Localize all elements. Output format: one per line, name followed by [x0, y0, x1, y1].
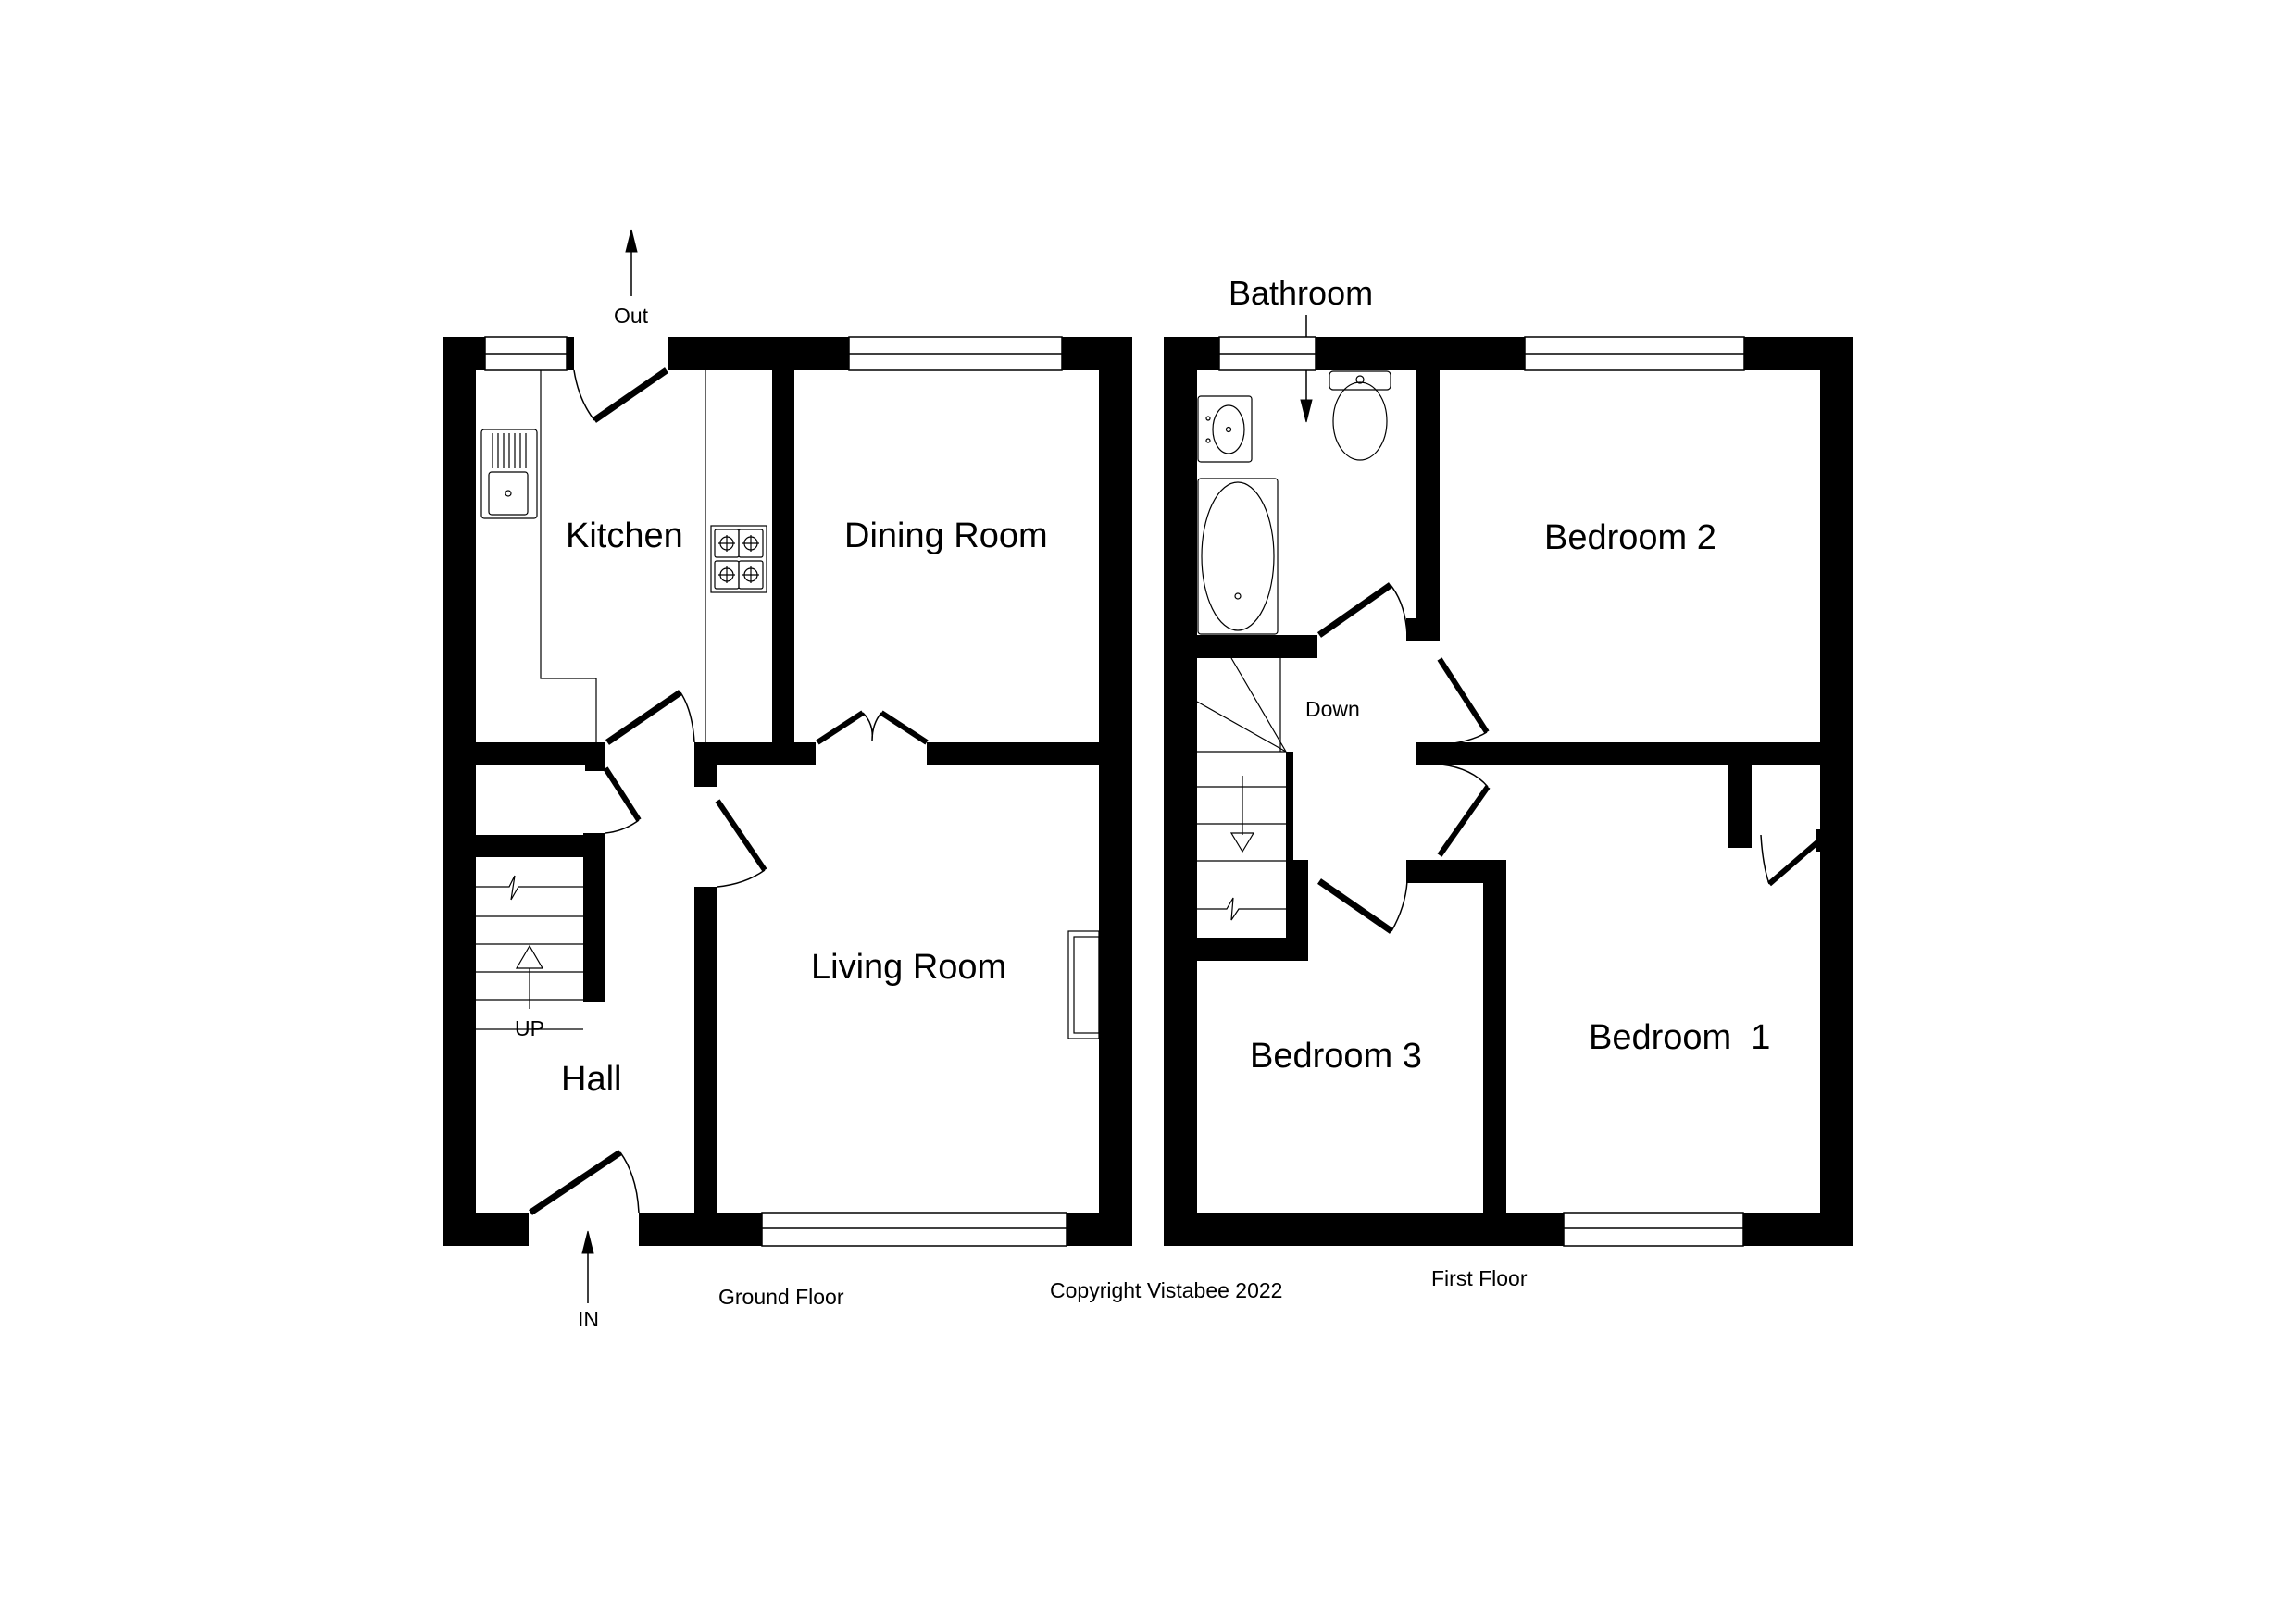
copyright-notice: Copyright Vistabee 2022 [1050, 1278, 1283, 1302]
first-stairs [1196, 657, 1287, 921]
first-floor-doors [1316, 582, 1819, 934]
room-label-bathroom: Bathroom [1229, 274, 1374, 312]
room-label-dining-room: Dining Room [844, 517, 1048, 555]
room-label-bedroom-3: Bedroom 3 [1250, 1037, 1422, 1076]
entry-label: IN [578, 1307, 599, 1331]
first-floor-walls [1164, 337, 1853, 1246]
bathroom-fixtures [1197, 370, 1391, 635]
room-label-hall: Hall [561, 1060, 622, 1099]
ground-floor-doors [529, 367, 929, 1215]
stairs-up-label: UP [515, 1016, 544, 1040]
exit-label: Out [614, 304, 649, 328]
first-floor-title: First Floor [1431, 1266, 1528, 1290]
room-label-bedroom-2: Bedroom 2 [1544, 518, 1716, 557]
first-floor-windows [1218, 336, 1745, 1247]
ground-stairs [476, 875, 583, 1030]
kitchen-fixtures [480, 370, 767, 742]
room-label-kitchen: Kitchen [566, 517, 683, 555]
ground-floor-walls [443, 337, 1132, 1246]
ground-floor-windows [484, 336, 1067, 1247]
ground-floor-title: Ground Floor [718, 1285, 844, 1309]
stairs-down-label: Down [1305, 697, 1360, 721]
fireplace [1067, 930, 1100, 1039]
room-label-bedroom-1: Bedroom 1 [1589, 1018, 1771, 1057]
room-label-living-room: Living Room [811, 948, 1007, 987]
arrows [581, 229, 1313, 1303]
